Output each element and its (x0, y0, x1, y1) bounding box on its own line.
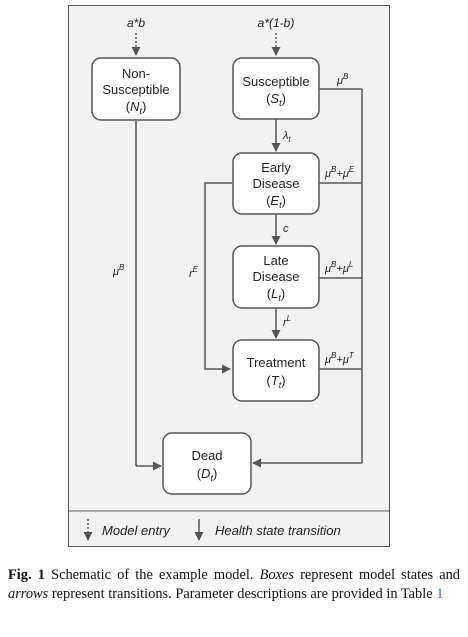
caption-text-2: represent model states and (293, 567, 460, 583)
box-early-disease (232, 152, 320, 215)
legend-panel (69, 512, 389, 546)
non-susceptible-line1: Non- (122, 66, 150, 81)
late-symbol: (Lt) (267, 286, 285, 303)
non-susceptible-symbol: (Nt) (126, 99, 147, 116)
label-mu-e: μB+μE (324, 165, 355, 180)
label-c: c (283, 223, 289, 235)
label-lambda: λt (282, 130, 291, 144)
late-line2: Disease (253, 269, 300, 284)
legend-entry-label: Model entry (102, 523, 171, 538)
box-non-susceptible (91, 57, 181, 121)
model-schematic: a*b a*(1-b) Non- Susceptible (Nt) Suscep… (69, 6, 389, 546)
figure-caption: Fig. 1 Schematic of the example model. B… (8, 566, 460, 604)
label-rl: rL (283, 314, 291, 329)
treatment-line1: Treatment (247, 355, 306, 370)
box-susceptible (232, 57, 320, 120)
dead-line1: Dead (191, 448, 222, 463)
entry-label-left: a*b (127, 16, 145, 30)
box-treatment (232, 339, 320, 402)
non-susceptible-line2: Susceptible (102, 82, 169, 97)
early-line1: Early (261, 160, 291, 175)
box-late-disease (232, 245, 320, 309)
diagram-frame (68, 5, 390, 547)
treatment-symbol: (Tt) (266, 373, 285, 390)
dead-symbol: (Dt) (197, 466, 218, 483)
early-line2: Disease (253, 176, 300, 191)
legend-transition-label: Health state transition (215, 523, 341, 538)
caption-fig-label: Fig. 1 (8, 567, 45, 583)
label-mu-l: μB+μL (324, 260, 353, 275)
entry-label-right: a*(1-b) (258, 16, 295, 30)
early-symbol: (Et) (266, 193, 286, 210)
label-re: rE (189, 265, 199, 280)
late-line1: Late (263, 253, 288, 268)
caption-boxes: Boxes (259, 567, 294, 583)
label-mub-left: μB (112, 263, 125, 278)
label-mu-t: μB+μT (324, 351, 355, 366)
susceptible-line1: Susceptible (242, 74, 309, 89)
caption-arrows: arrows (8, 586, 49, 602)
label-mu-s: μB (336, 72, 349, 87)
caption-text-3: represent transitions. Parameter descrip… (48, 586, 437, 602)
box-dead (162, 432, 252, 495)
table-reference-link[interactable]: 1 (436, 586, 444, 602)
arrow-e-to-treatment (204, 182, 232, 374)
caption-text-1: Schematic of the example model. (44, 567, 260, 583)
susceptible-symbol: (St) (266, 91, 286, 108)
